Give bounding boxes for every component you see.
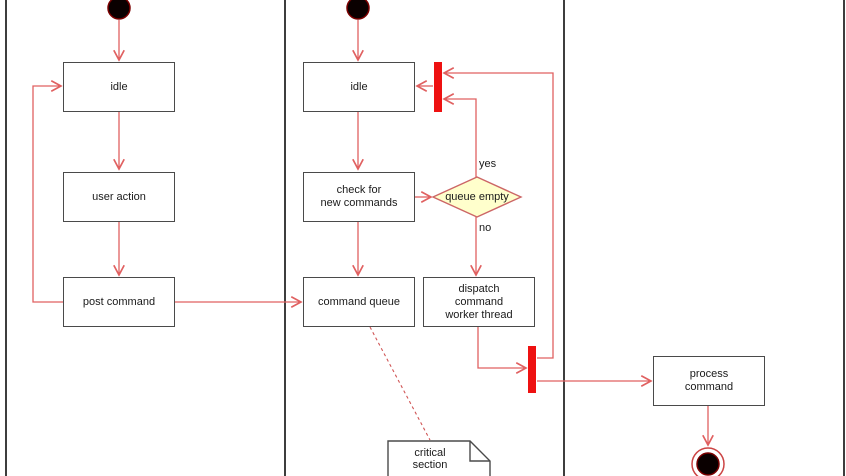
edge-note-anchor-dashed <box>369 326 431 441</box>
activity-command-queue: command queue <box>303 277 415 327</box>
activity-dispatch-worker-thread: dispatch command worker thread <box>423 277 535 327</box>
activity-process-command: process command <box>653 356 765 406</box>
decision-diamond <box>431 176 523 218</box>
edge-decision-yes-to-join-bar <box>444 99 477 177</box>
note-critical-section-label: critical section <box>412 447 448 471</box>
decision-queue-empty-label: queue empty <box>445 191 509 203</box>
edge-post-command-loop-to-idle1 <box>32 86 63 303</box>
activity-user-action: user action <box>63 172 175 222</box>
activity-idle-worker: idle <box>303 62 415 112</box>
start-node-lane1 <box>107 0 131 20</box>
edge-dispatch-to-fork-bar <box>477 327 526 368</box>
start-node-lane2 <box>346 0 370 20</box>
guard-label-yes: yes <box>479 158 497 170</box>
activity-idle-ui-thread: idle <box>63 62 175 112</box>
activity-check-new-commands: check for new commands <box>303 172 415 222</box>
join-bar <box>434 62 442 112</box>
end-node-inner <box>696 452 720 476</box>
note-shape <box>387 440 491 476</box>
fork-bar <box>528 346 536 393</box>
note-fold <box>469 441 490 462</box>
guard-label-no: no <box>479 222 492 234</box>
activity-post-command: post command <box>63 277 175 327</box>
edge-fork-bar-to-join-bar <box>444 73 554 359</box>
